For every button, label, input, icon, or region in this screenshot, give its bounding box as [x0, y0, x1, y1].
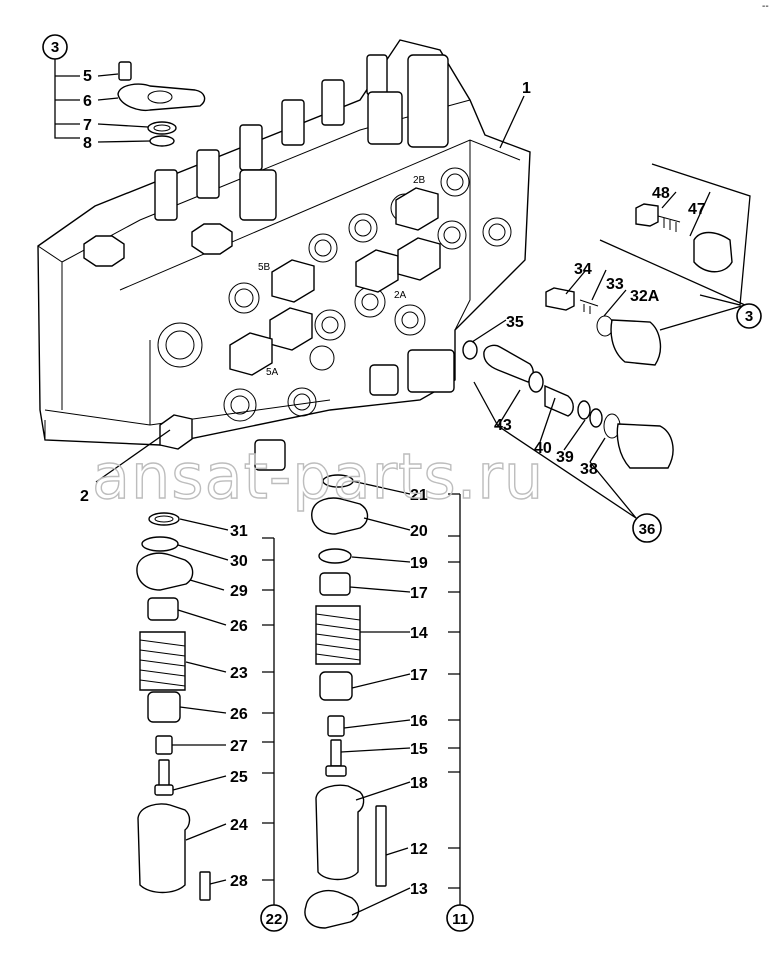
callout-47: 47: [688, 201, 706, 218]
callout-6: 6: [83, 93, 92, 110]
callout-26b: 26: [230, 706, 248, 723]
body-mark-2a: 2A: [394, 290, 407, 301]
circled-ref-label: 3: [51, 39, 59, 56]
callout-25: 25: [230, 769, 248, 786]
middle-spool-parts-stack: [304, 474, 387, 929]
callout-8: 8: [83, 135, 92, 152]
callout-24: 24: [230, 817, 248, 834]
circled-ref-label: 22: [266, 911, 283, 928]
circled-ref-label: 11: [452, 911, 468, 928]
body-mark-5a: 5A: [266, 367, 279, 378]
left-spool-parts-stack: [136, 512, 211, 901]
callout-13: 13: [410, 881, 428, 898]
callout-20: 20: [410, 523, 428, 540]
callout-26a: 26: [230, 618, 248, 635]
callout-14: 14: [410, 625, 428, 642]
cap-parts-group: [117, 61, 206, 147]
callout-38: 38: [580, 461, 598, 478]
callout-12: 12: [410, 841, 428, 858]
circled-ref-label: 3: [745, 308, 753, 325]
callout-16: 16: [410, 713, 428, 730]
callout-5: 5: [83, 68, 92, 85]
callout-labels: 1 2 5 6 7 8 48 47 34 33 32A 35 43 40 39 …: [80, 68, 706, 898]
leader-lines: [54, 58, 751, 916]
callout-29: 29: [230, 583, 248, 600]
callout-19: 19: [410, 555, 428, 572]
callout-34: 34: [574, 261, 592, 278]
relief-parts-group: [545, 203, 733, 366]
circled-ref-3-right: 3: [736, 303, 762, 329]
callout-1: 1: [522, 80, 531, 97]
valve-body: 2B 5B 2A 5A: [37, 39, 531, 471]
callout-39: 39: [556, 449, 574, 466]
callout-31: 31: [230, 523, 248, 540]
body-mark-2b: 2B: [413, 175, 426, 186]
callout-40: 40: [534, 440, 552, 457]
callout-17b: 17: [410, 667, 428, 684]
circled-ref-label: 36: [639, 521, 656, 538]
callout-23: 23: [230, 665, 248, 682]
circled-ref-3-top-left: 3: [42, 34, 68, 60]
circled-ref-36: 36: [632, 513, 662, 543]
callout-30: 30: [230, 553, 248, 570]
callout-28: 28: [230, 873, 248, 890]
callout-33: 33: [606, 276, 624, 293]
callout-32a: 32A: [630, 288, 660, 305]
check-valve-parts-group: [462, 340, 674, 469]
watermark: ansat-parts.ru: [92, 440, 544, 513]
circled-ref-22: 22: [260, 904, 288, 932]
callout-48: 48: [652, 185, 670, 202]
callout-21: 21: [410, 487, 428, 504]
callout-43: 43: [494, 417, 512, 434]
callout-2: 2: [80, 488, 89, 505]
callout-35: 35: [506, 314, 524, 331]
corner-mark: --: [762, 1, 769, 12]
callout-27: 27: [230, 738, 248, 755]
circled-ref-11: 11: [446, 904, 474, 932]
callout-17a: 17: [410, 585, 428, 602]
callout-15: 15: [410, 741, 428, 758]
callout-18: 18: [410, 775, 428, 792]
body-mark-5b: 5B: [258, 262, 271, 273]
callout-7: 7: [83, 117, 92, 134]
